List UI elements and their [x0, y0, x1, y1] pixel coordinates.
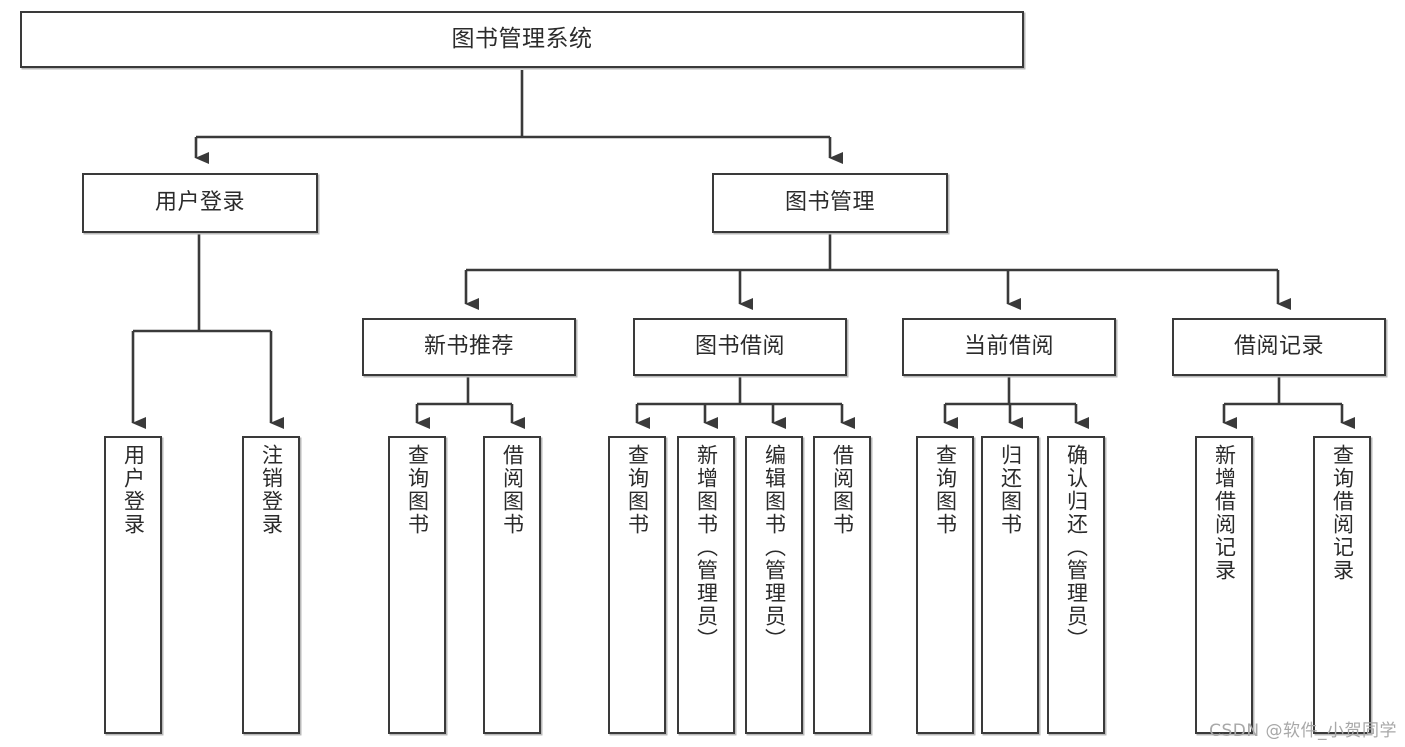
node-label: 图书管理 — [784, 190, 875, 216]
node-label: 借阅图书 — [500, 444, 525, 536]
node-book-management[interactable]: 图书管理 — [712, 173, 948, 233]
node-leaf-new-book-borrow[interactable]: 借阅图书 — [483, 436, 541, 734]
node-book-borrow[interactable]: 图书借阅 — [633, 318, 847, 376]
node-label: 归还图书 — [998, 444, 1023, 536]
node-label: 新增借阅记录 — [1212, 444, 1237, 582]
node-label: 确认归还（管理员） — [1064, 444, 1089, 651]
node-label: 用户登录 — [121, 444, 146, 536]
node-user-login[interactable]: 用户登录 — [82, 173, 318, 233]
node-label: 新书推荐 — [423, 334, 514, 360]
node-leaf-borrow-record-query[interactable]: 查询借阅记录 — [1313, 436, 1371, 734]
node-leaf-borrow-record-add[interactable]: 新增借阅记录 — [1195, 436, 1253, 734]
node-leaf-new-book-query[interactable]: 查询图书 — [388, 436, 446, 734]
node-leaf-user-login-signout[interactable]: 注销登录 — [242, 436, 300, 734]
node-label: 当前借阅 — [963, 334, 1054, 360]
node-leaf-current-borrow-confirm[interactable]: 确认归还（管理员） — [1047, 436, 1105, 734]
node-new-book-recommend[interactable]: 新书推荐 — [362, 318, 576, 376]
node-leaf-current-borrow-query[interactable]: 查询图书 — [916, 436, 974, 734]
node-label: 借阅图书 — [830, 444, 855, 536]
node-leaf-user-login-signin[interactable]: 用户登录 — [104, 436, 162, 734]
node-leaf-book-borrow-add[interactable]: 新增图书（管理员） — [677, 436, 735, 734]
node-label: 借阅记录 — [1233, 334, 1324, 360]
node-current-borrow[interactable]: 当前借阅 — [902, 318, 1116, 376]
node-leaf-book-borrow-lend[interactable]: 借阅图书 — [813, 436, 871, 734]
node-root-system[interactable]: 图书管理系统 — [20, 11, 1024, 68]
node-label: 新增图书（管理员） — [694, 444, 719, 651]
node-label: 查询图书 — [405, 444, 430, 536]
node-label: 注销登录 — [259, 444, 284, 536]
node-leaf-book-borrow-edit[interactable]: 编辑图书（管理员） — [745, 436, 803, 734]
node-label: 图书管理系统 — [451, 25, 593, 52]
node-leaf-current-borrow-return[interactable]: 归还图书 — [981, 436, 1039, 734]
node-label: 编辑图书（管理员） — [762, 444, 787, 651]
node-label: 查询图书 — [625, 444, 650, 536]
csdn-watermark: CSDN @软件_小贺同学 — [1209, 721, 1397, 741]
node-label: 查询借阅记录 — [1330, 444, 1355, 582]
node-borrow-record[interactable]: 借阅记录 — [1172, 318, 1386, 376]
node-label: 用户登录 — [154, 190, 245, 216]
node-label: 查询图书 — [933, 444, 958, 536]
node-leaf-book-borrow-query[interactable]: 查询图书 — [608, 436, 666, 734]
node-label: 图书借阅 — [694, 334, 785, 360]
